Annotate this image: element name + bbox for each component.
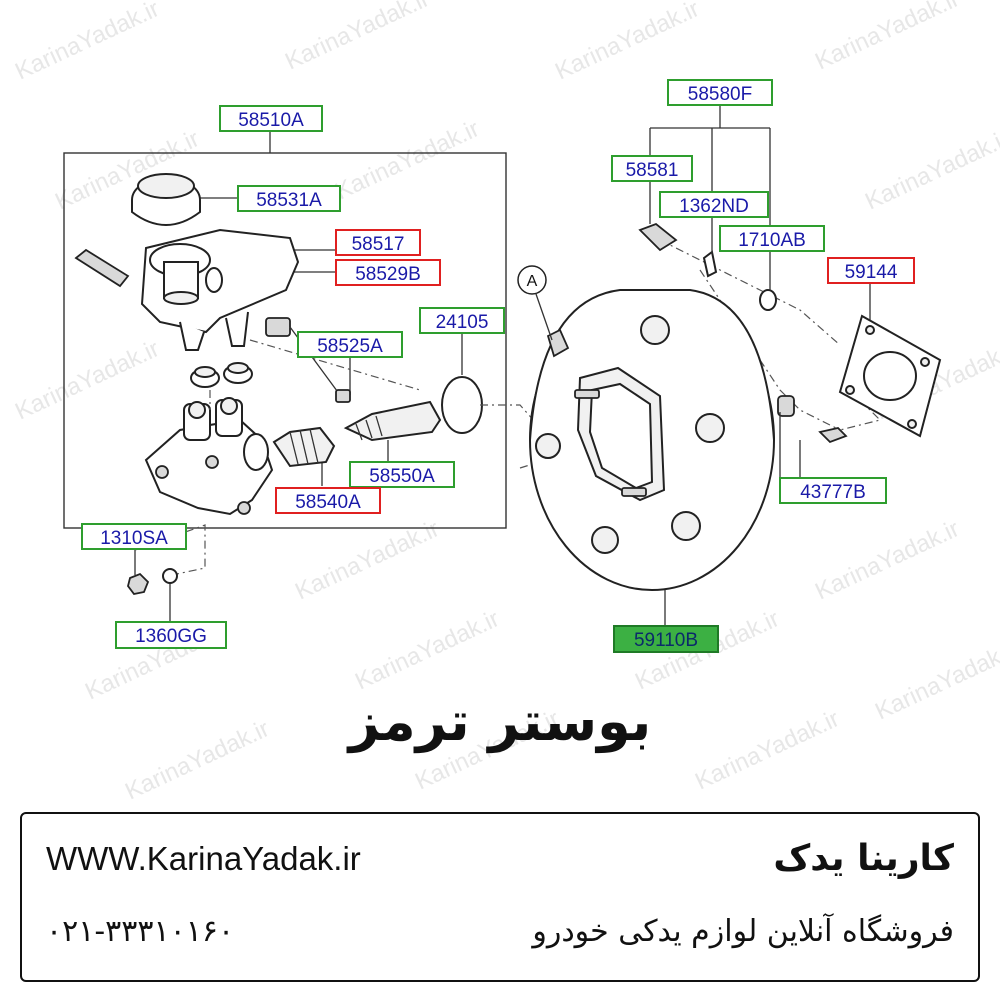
- part-number-label: 1360GG: [135, 626, 207, 647]
- part-number-label: 58531A: [256, 190, 322, 211]
- reference-marker-label: A: [527, 273, 538, 290]
- watermark-text: KarinaYadak.ir: [281, 0, 433, 75]
- part-number-label: 58581: [626, 160, 679, 181]
- leader-lines-right: [649, 106, 871, 628]
- booster-gasket: [838, 314, 942, 438]
- callout-58525A: 58525A: [297, 331, 403, 358]
- callout-43777B: 43777B: [779, 477, 887, 504]
- callout-59144: 59144: [827, 257, 915, 284]
- part-number-label: 1310SA: [100, 528, 168, 549]
- callout-58540A: 58540A: [275, 487, 381, 514]
- part-number-label: 58529B: [355, 264, 421, 285]
- footer-card: WWW.KarinaYadak.ir ۰۲۱-۳۳۳۱۰۱۶۰ کارینا ی…: [20, 812, 980, 982]
- master-cylinder-body: [144, 397, 274, 516]
- part-number-label: 58525A: [317, 336, 383, 357]
- part-number-label: 58517: [352, 234, 405, 255]
- shop-name: کارینا یدک: [773, 838, 954, 879]
- mounting-bolt: [265, 317, 351, 403]
- watermark-text: KarinaYadak.ir: [811, 515, 963, 605]
- brake-fluid-reservoir: [140, 228, 300, 351]
- callout-59110B: 59110B: [613, 625, 719, 653]
- part-number-label: 1362ND: [679, 196, 749, 217]
- callout-58510A: 58510A: [219, 105, 323, 132]
- callout-58550A: 58550A: [349, 461, 455, 488]
- watermark-text: KarinaYadak.ir: [11, 335, 163, 425]
- watermark-text: KarinaYadak.ir: [291, 515, 443, 605]
- callout-24105: 24105: [419, 307, 505, 334]
- watermark-text: KarinaYadak.ir: [811, 0, 963, 75]
- part-number-label: 43777B: [800, 482, 866, 503]
- part-number-label: 59110B: [634, 630, 698, 651]
- reservoir-cap: [131, 173, 201, 226]
- primary-piston-assembly: [272, 426, 336, 468]
- watermark-text: KarinaYadak.ir: [11, 0, 163, 85]
- callout-1362ND: 1362ND: [659, 191, 769, 218]
- watermark-text: KarinaYadak.ir: [861, 125, 1000, 215]
- website-link[interactable]: WWW.KarinaYadak.ir: [46, 840, 361, 877]
- master-cylinder-assembly-frame: [63, 152, 507, 529]
- watermark-text: KarinaYadak.ir: [351, 605, 503, 695]
- callout-58529B: 58529B: [335, 259, 441, 286]
- part-number-label: 58540A: [295, 492, 361, 513]
- callout-58581: 58581: [611, 155, 693, 182]
- reference-marker-a: A: [517, 265, 553, 341]
- part-number-label: 58580F: [688, 84, 752, 105]
- phone-number: ۰۲۱-۳۳۳۱۰۱۶۰: [46, 914, 235, 949]
- part-number-label: 24105: [436, 312, 489, 333]
- brake-booster: [529, 289, 795, 591]
- part-number-label: 58550A: [369, 466, 435, 487]
- callout-1710AB: 1710AB: [719, 225, 825, 252]
- shop-tagline: فروشگاه آنلاین لوازم یدکی خودرو: [532, 914, 954, 949]
- reservoir-pin: [74, 248, 130, 288]
- reservoir-grommets: [190, 362, 253, 388]
- callout-1310SA: 1310SA: [81, 523, 187, 550]
- nut-and-washer: [127, 568, 178, 595]
- part-number-label: 58510A: [238, 110, 304, 131]
- part-number-label: 1710AB: [738, 230, 806, 251]
- page-title: بوستر ترمز: [348, 690, 652, 753]
- callout-1360GG: 1360GG: [115, 621, 227, 649]
- callout-58580F: 58580F: [667, 79, 773, 106]
- booster-hardware: [638, 222, 848, 444]
- watermark-text: KarinaYadak.ir: [331, 115, 483, 205]
- watermark-text: KarinaYadak.ir: [551, 0, 703, 85]
- callout-58531A: 58531A: [237, 185, 341, 212]
- part-number-label: 59144: [845, 262, 898, 283]
- o-ring: [441, 376, 483, 434]
- callout-58517: 58517: [335, 229, 421, 256]
- secondary-piston-assembly: [343, 400, 442, 442]
